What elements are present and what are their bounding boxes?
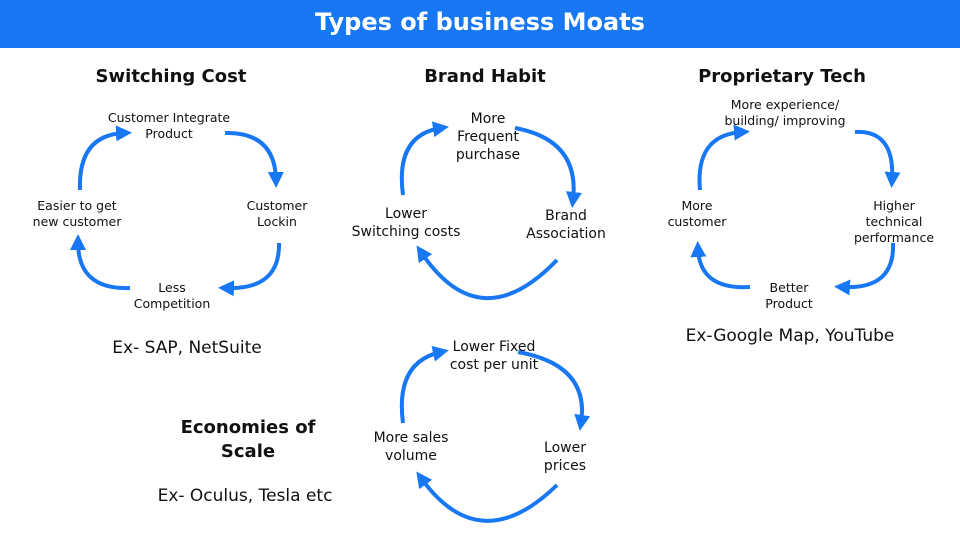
switching-node-3: Less Competition [133, 280, 211, 311]
brand-habit-title: Brand Habit [424, 66, 546, 87]
economies-of-scale-title: Economies of Scale [180, 417, 316, 462]
tech-node-1: More experience/ building/ improving [724, 97, 846, 128]
tech-arrow-4 [690, 241, 751, 290]
switching-node-2: Customer Lockin [246, 198, 308, 229]
brand-node-3: Lower Switching costs [351, 206, 461, 240]
economies-of-scale-example: Ex- Oculus, Tesla etc [157, 486, 333, 506]
switching-arrow-1 [77, 125, 132, 191]
tech-node-2: Higher technical performance [853, 198, 935, 245]
tech-arrow-3 [834, 242, 896, 296]
switching-node-4: Easier to get new customer [32, 198, 122, 229]
switching-arrow-3 [218, 242, 282, 297]
scale-arrow-3 [416, 471, 559, 523]
switching-cost-title: Switching Cost [95, 66, 247, 87]
brand-node-2: Brand Association [526, 208, 606, 242]
switching-cost-example: Ex- SAP, NetSuite [112, 338, 262, 358]
proprietary-tech-example: Ex-Google Map, YouTube [685, 326, 895, 346]
switching-node-1: Customer Integrate Product [107, 110, 231, 141]
switching-arrow-4 [70, 234, 131, 291]
brand-arrow-3 [416, 245, 559, 300]
scale-arrow-1 [399, 345, 449, 424]
tech-node-3: Better Product [765, 280, 813, 311]
tech-node-4: More customer [667, 198, 727, 229]
scale-node-3: More sales volume [373, 430, 449, 464]
brand-node-1: More Frequent purchase [455, 111, 521, 163]
scale-arrow-2 [517, 350, 591, 431]
slide-header: Types of business Moats [0, 0, 960, 48]
tech-arrow-2 [854, 129, 901, 188]
proprietary-tech-title: Proprietary Tech [698, 66, 866, 87]
switching-arrow-2 [224, 130, 284, 188]
scale-node-2: Lower prices [543, 440, 587, 474]
brand-arrow-2 [514, 126, 582, 208]
brand-arrow-1 [399, 121, 449, 196]
scale-node-1: Lower Fixed cost per unit [449, 339, 539, 373]
tech-arrow-1 [697, 124, 750, 191]
